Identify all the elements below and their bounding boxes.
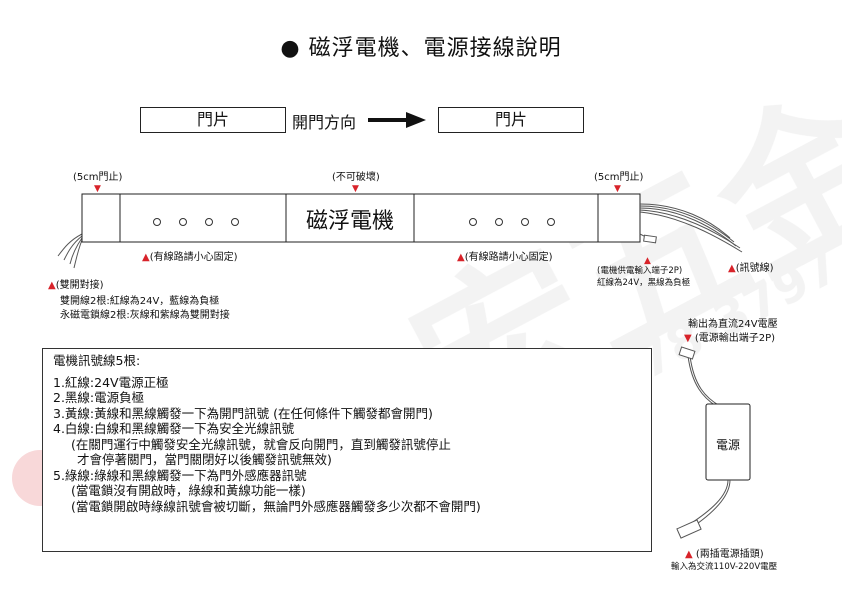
door-left-box: 門片 — [140, 107, 286, 133]
signal-wire-explanation: 電機訊號線5根: 1.紅線:24V電源正極 2.黑線:電源負極 3.黃線:黃線和… — [42, 348, 652, 552]
signal-wires — [639, 203, 743, 253]
signal-heading: 電機訊號線5根: — [53, 353, 141, 368]
label-power-terminal-1: (電機供電輸入端子2P) — [597, 266, 683, 276]
note-double-open-2: 永磁電鎖線2根:灰線和紫線為雙開對接 — [60, 310, 230, 321]
label-signal-wire: ▲(訊號線) — [728, 263, 774, 274]
power-plug-icon — [676, 519, 702, 539]
signal-line-1: 1.紅線:24V電源正極 — [53, 374, 169, 390]
label-fix-left: ▲(有線路請小心固定) — [142, 252, 238, 263]
page-title: ● 磁浮電機、電源接線說明 — [280, 36, 562, 61]
marker-stopper-right: ▼ — [614, 184, 621, 194]
motor-track-diagram — [57, 193, 743, 269]
label-stopper-right: (5cm門止) — [594, 172, 644, 183]
label-stopper-left: (5cm門止) — [73, 172, 123, 183]
mount-holes-left — [144, 211, 248, 230]
power-supply-diagram — [676, 346, 751, 539]
signal-line-5: 5.綠線:綠線和黑線觸發一下為門外感應器訊號 — [53, 467, 307, 483]
power-terminal-2p — [643, 234, 657, 244]
signal-line-4: 4.白線:白線和黑線觸發一下為安全光線訊號 — [53, 421, 295, 436]
motor-center-block — [285, 193, 415, 243]
power-output-terminal — [678, 346, 696, 360]
double-open-wires — [57, 233, 83, 269]
motor-label: 磁浮電機 — [305, 209, 394, 234]
power-box-label: 電源 — [715, 438, 740, 452]
power-output-wires — [687, 355, 721, 409]
plug-label-2: 輸入為交流110V-220V電壓 — [671, 562, 778, 572]
power-output-label-1: 輸出為直流24V電壓 — [688, 319, 778, 330]
door-left-label: 門片 — [196, 110, 229, 129]
direction-arrow-icon — [368, 112, 426, 128]
signal-line-4a: (在關門運行中觸發安全光線訊號，就會反向開門，直到觸發訊號停止 — [71, 436, 451, 452]
door-right-label: 門片 — [494, 110, 527, 129]
signal-line-3: 3.黃線:黃線和黑線觸發一下為開門訊號 (在任何條件下觸發都會開門) — [53, 405, 433, 421]
label-power-terminal-2: 紅線為24V，黑線為負極 — [597, 278, 691, 288]
label-double-open: ▲(雙開對接) — [48, 280, 104, 291]
marker-power-terminal: ▲ — [644, 256, 651, 266]
marker-do-not-break: ▼ — [352, 184, 359, 194]
label-fix-right: ▲(有線路請小心固定) — [457, 252, 553, 263]
signal-line-4b: 才會停著關門，當門關閉好以後觸發訊號無效) — [77, 452, 332, 467]
direction-label: 開門方向 — [292, 113, 357, 132]
signal-line-5b: (當電鎖開啟時綠線訊號會被切斷，無論門外感應器觸發多少次都不會開門) — [71, 498, 481, 514]
note-double-open-1: 雙開線2根:紅線為24V，藍線為負極 — [60, 296, 220, 307]
signal-line-2: 2.黑線:電源負極 — [53, 390, 145, 405]
mount-holes-right — [460, 211, 564, 230]
signal-line-5a: (當電鎖沒有開啟時，綠線和黃線功能一樣) — [71, 483, 306, 498]
marker-stopper-left: ▼ — [94, 184, 101, 194]
door-right-box: 門片 — [438, 107, 584, 133]
label-do-not-break: (不可破壞) — [332, 172, 380, 183]
plug-label-1: ▲ (兩插電源插頭) — [685, 549, 764, 560]
power-output-label-2: ▼ (電源輸出端子2P) — [684, 333, 776, 344]
